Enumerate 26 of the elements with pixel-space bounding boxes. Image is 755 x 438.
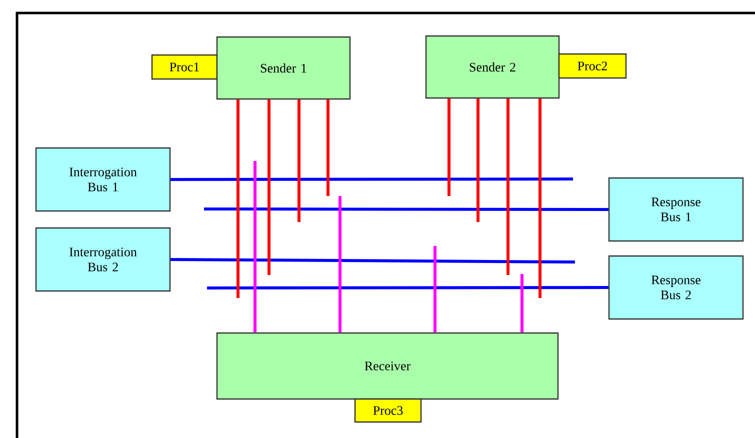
bus-line: [254, 161, 256, 332]
bus-line: [204, 208, 608, 211]
bus-line: [448, 98, 450, 196]
sender-box: Sender 1: [216, 36, 351, 100]
bus-box: Interrogation Bus 1: [35, 147, 171, 212]
process-tag: Proc3: [354, 398, 422, 423]
bus-line: [338, 196, 342, 332]
bus-line: [268, 100, 270, 275]
bus-line: [476, 98, 480, 222]
bus-line: [434, 246, 436, 332]
process-tag: Proc1: [151, 54, 218, 80]
bus-box: Response Bus 2: [608, 255, 744, 320]
bus-line: [207, 286, 608, 290]
bus-line: [170, 178, 573, 181]
sender-box: Sender 2: [425, 35, 560, 99]
bus-line: [236, 100, 240, 298]
bus-line: [506, 98, 510, 275]
bus-line: [326, 100, 330, 196]
bus-line: [520, 274, 524, 332]
bus-line: [538, 98, 542, 298]
process-tag: Proc2: [558, 53, 627, 79]
bus-box: Response Bus 1: [608, 177, 744, 242]
bus-line: [170, 258, 575, 264]
bus-line: [298, 100, 300, 222]
receiver-box: Receiver: [216, 332, 559, 400]
bus-box: Interrogation Bus 2: [35, 227, 171, 292]
